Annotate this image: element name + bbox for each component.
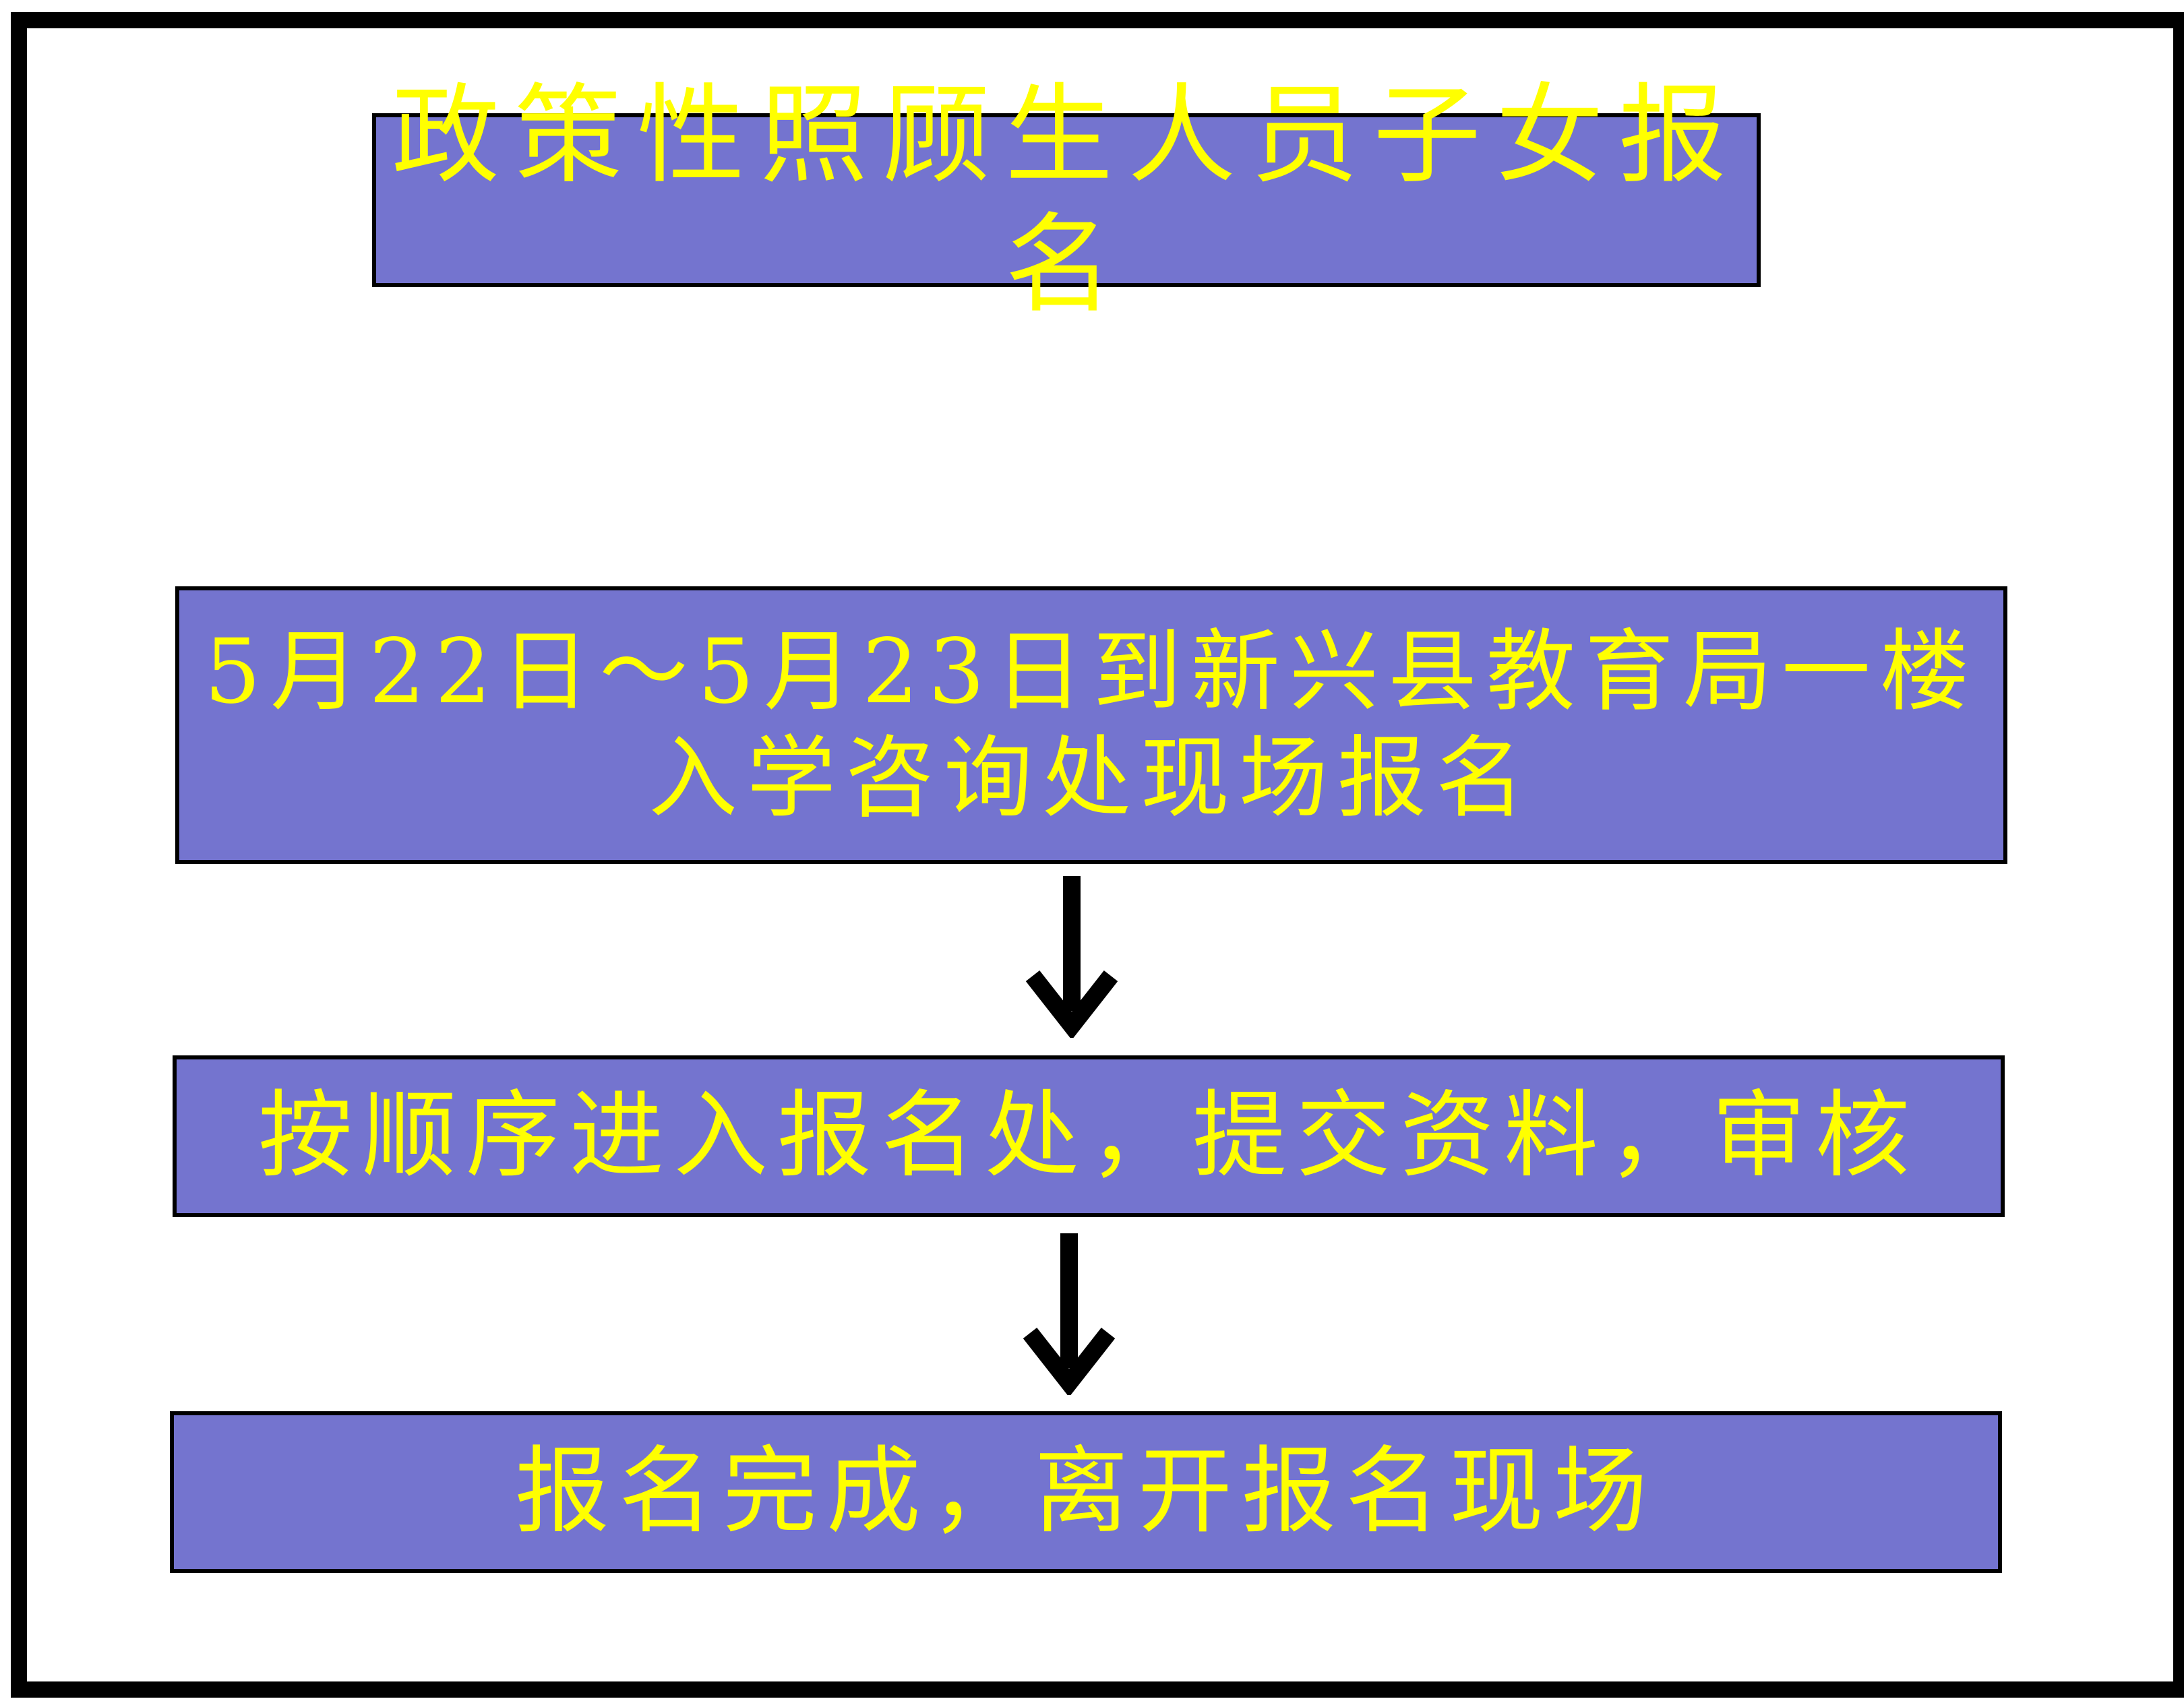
step-1-text: 5月22日～5月23日到新兴县教育局一楼 入学咨询处现场报名: [204, 619, 1978, 832]
title-box: 政策性照顾生人员子女报名: [372, 72, 1761, 328]
step-1-box: 5月22日～5月23日到新兴县教育局一楼 入学咨询处现场报名: [175, 586, 2007, 864]
title-text: 政策性照顾生人员子女报名: [391, 72, 1741, 328]
step-3-text: 报名完成，离开报名现场: [514, 1437, 1657, 1547]
down-arrow-icon: [1023, 1233, 1116, 1395]
down-arrow-icon: [1025, 876, 1118, 1038]
step-1-line-1: 5月22日～5月23日到新兴县教育局一楼: [204, 619, 1978, 724]
step-1-line-2: 入学咨询处现场报名: [648, 727, 1534, 830]
step-3-box: 报名完成，离开报名现场: [170, 1411, 2002, 1573]
step-2-text: 按顺序进入报名处，提交资料，审核: [257, 1081, 1919, 1191]
step-2-box: 按顺序进入报名处，提交资料，审核: [173, 1055, 2005, 1217]
